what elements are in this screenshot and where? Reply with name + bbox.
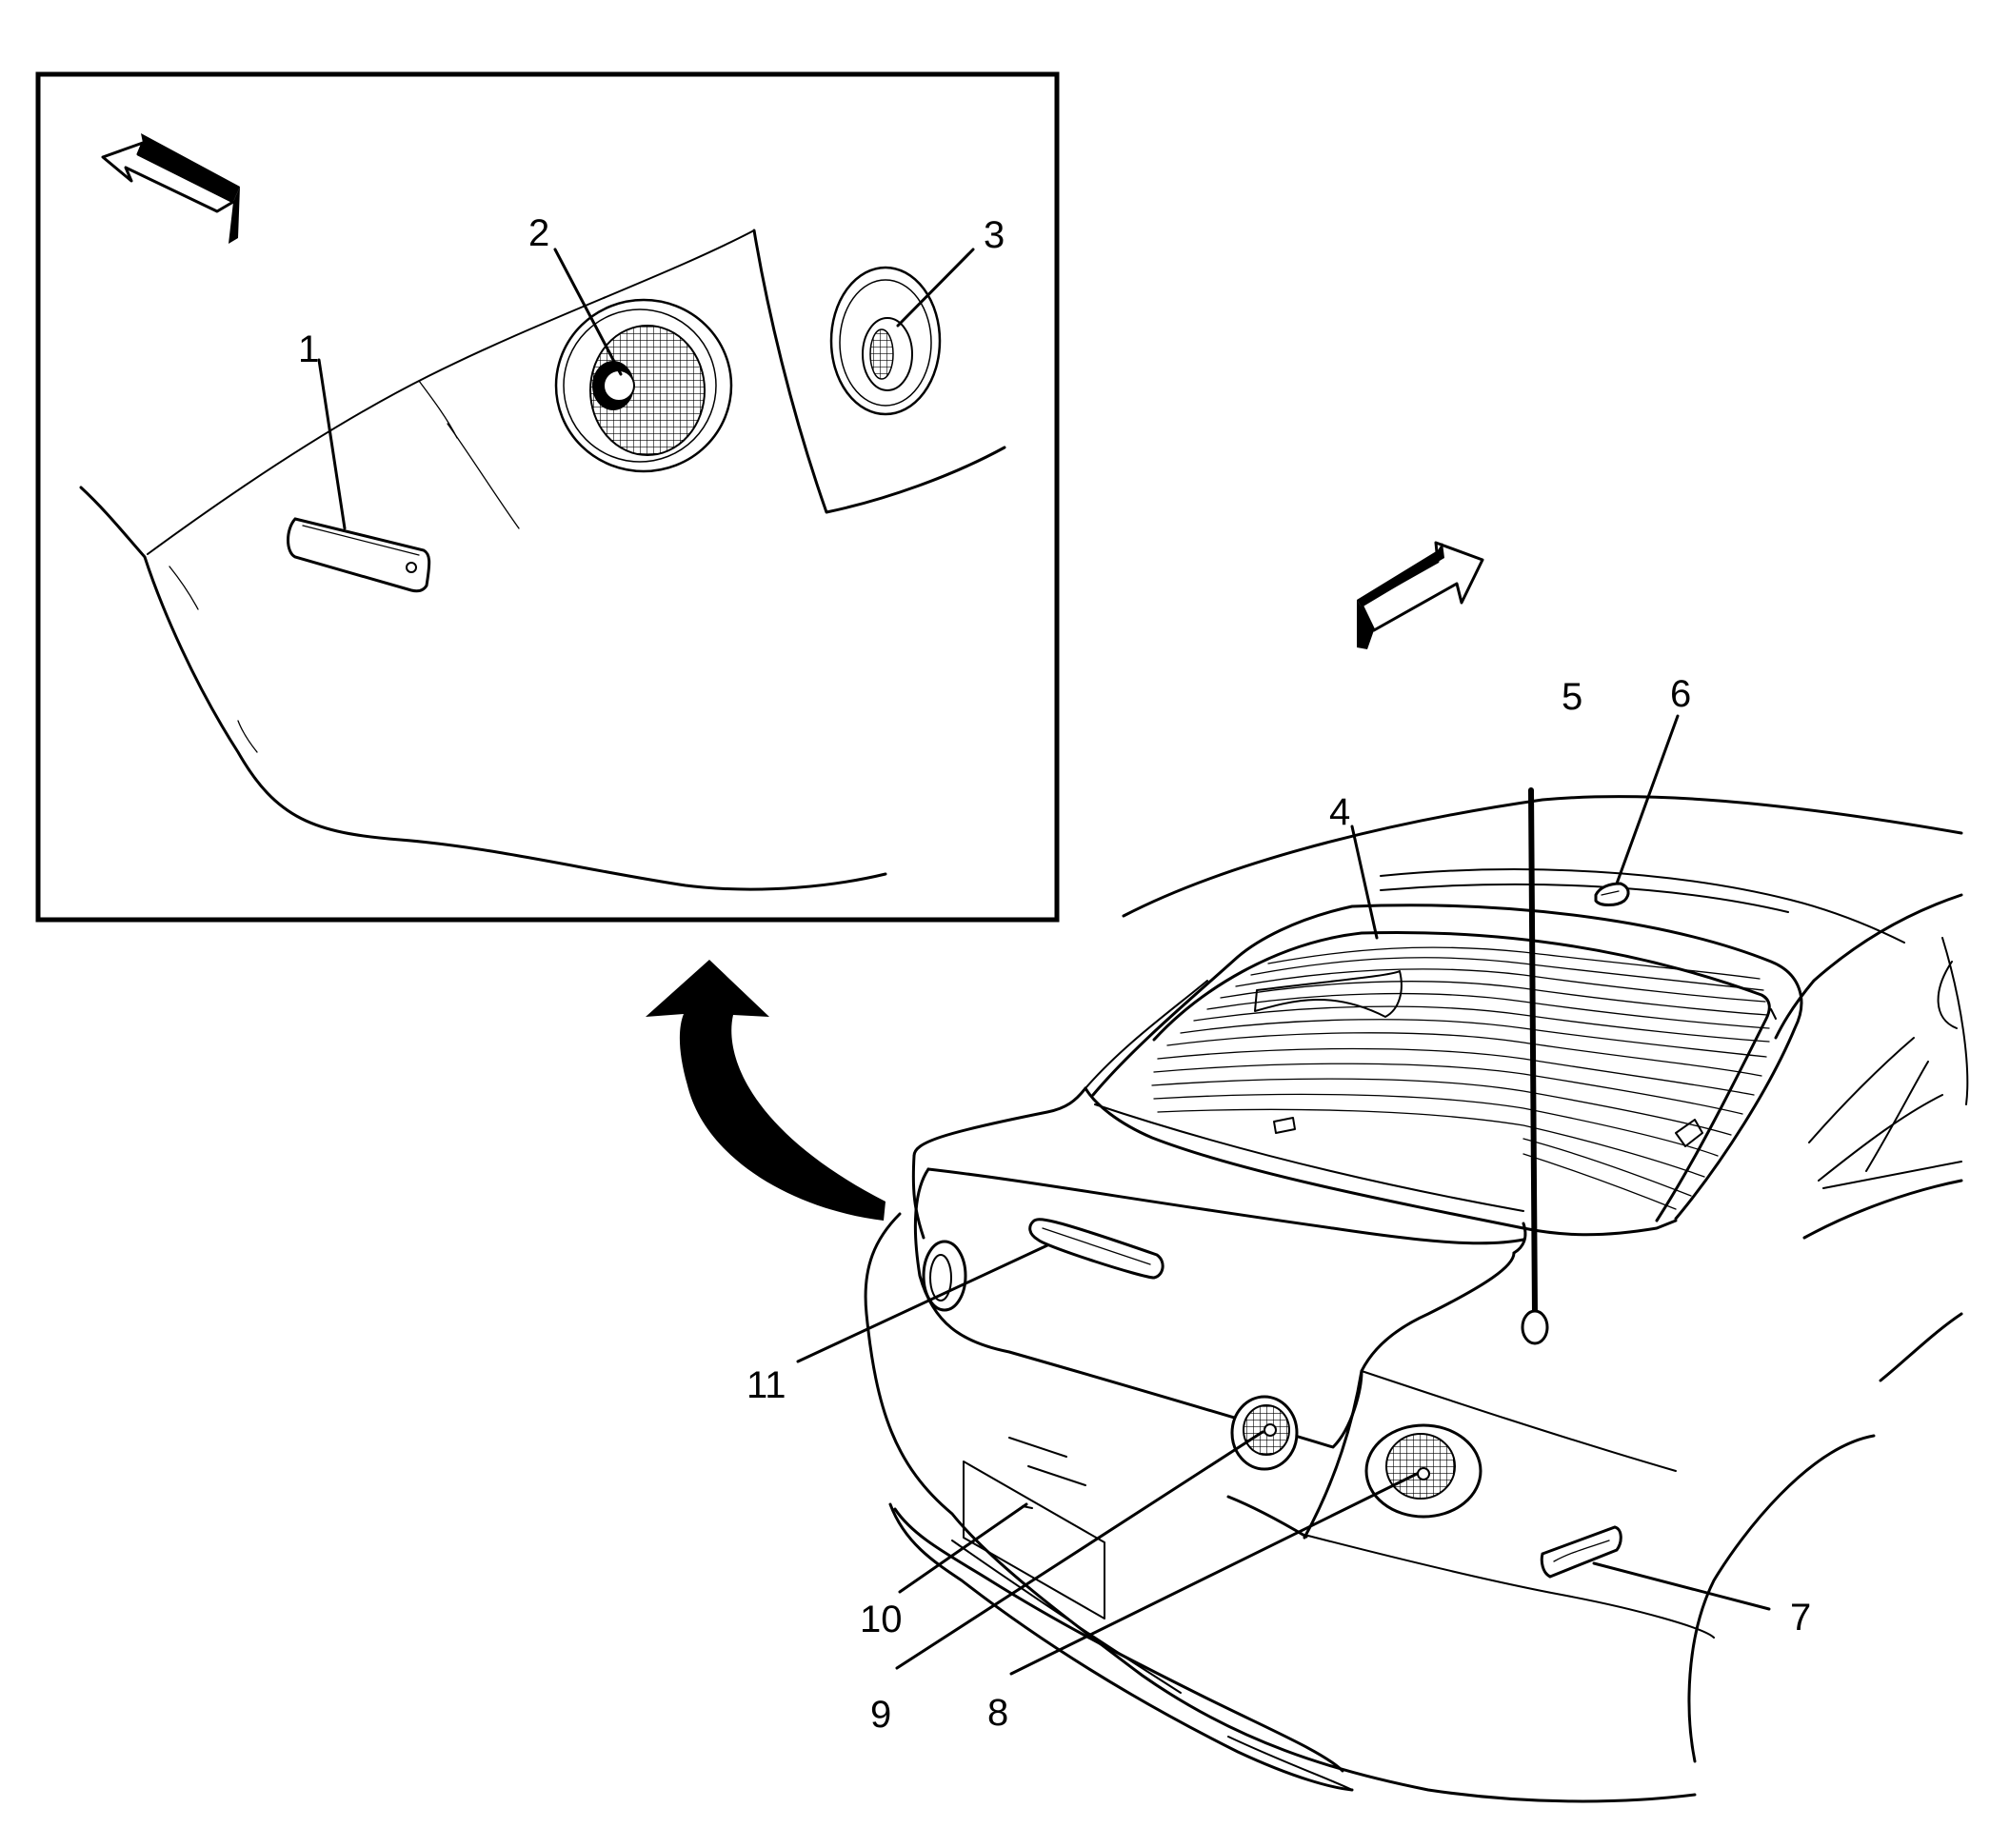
leader-line-3 [896, 248, 975, 328]
leader-line-8 [1009, 1472, 1419, 1676]
side-marker-lamp [287, 517, 431, 593]
callout-3: 3 [984, 214, 1005, 256]
high-mount-stop-lamp [1028, 1218, 1164, 1280]
callout-2: 2 [528, 212, 549, 254]
antenna [1521, 787, 1549, 1345]
defroster-terminal [1254, 970, 1403, 1018]
roof-outline [1122, 795, 1963, 918]
right-side-marker-lamp [1540, 1525, 1622, 1579]
inset-body-contour [79, 486, 887, 891]
callout-11: 11 [746, 1364, 786, 1406]
leader-line-7 [1592, 1561, 1771, 1611]
callout-5: 5 [1562, 676, 1582, 718]
inset-panel-seam [752, 229, 1006, 514]
rear-window-glass [1152, 931, 1771, 1222]
callout-8: 8 [987, 1692, 1008, 1734]
backup-lamp [1230, 1395, 1299, 1471]
roof-marker-lamp [1594, 882, 1630, 906]
leader-line-1 [317, 358, 347, 530]
forward-direction-arrow-main-icon [1357, 541, 1484, 649]
callout-6: 6 [1670, 673, 1691, 715]
license-plate-recess [963, 1461, 1105, 1619]
leader-line-11 [796, 1243, 1049, 1363]
lamp-socket [829, 266, 942, 416]
leader-line-2 [553, 248, 623, 376]
detail-view-arrow-icon [646, 960, 886, 1221]
leader-line-6 [1615, 714, 1680, 885]
inset-deck-edge [147, 229, 755, 555]
callout-10: 10 [860, 1599, 903, 1640]
leader-line-10 [898, 1502, 1028, 1594]
callout-7: 7 [1790, 1597, 1811, 1639]
detail-inset: 1 2 3 [35, 71, 1060, 923]
tail-lamp-bulb [554, 298, 733, 473]
rear-window-frame [1091, 904, 1803, 1221]
forward-direction-arrow-icon [101, 133, 240, 244]
callout-9: 9 [870, 1694, 891, 1736]
inset-frame [35, 71, 1060, 923]
rear-window-defroster-grid [1151, 946, 1770, 1210]
right-tail-lamp [1364, 1423, 1483, 1519]
leader-line-9 [895, 1430, 1264, 1670]
leader-line-4 [1350, 825, 1379, 940]
left-tail-lamp [922, 1240, 967, 1312]
callout-1: 1 [298, 328, 319, 370]
trunk-lid-outline [912, 1086, 1087, 1158]
callout-4: 4 [1329, 791, 1350, 833]
vehicle-rear-view: 4 5 6 7 8 9 10 11 [746, 673, 1969, 1803]
